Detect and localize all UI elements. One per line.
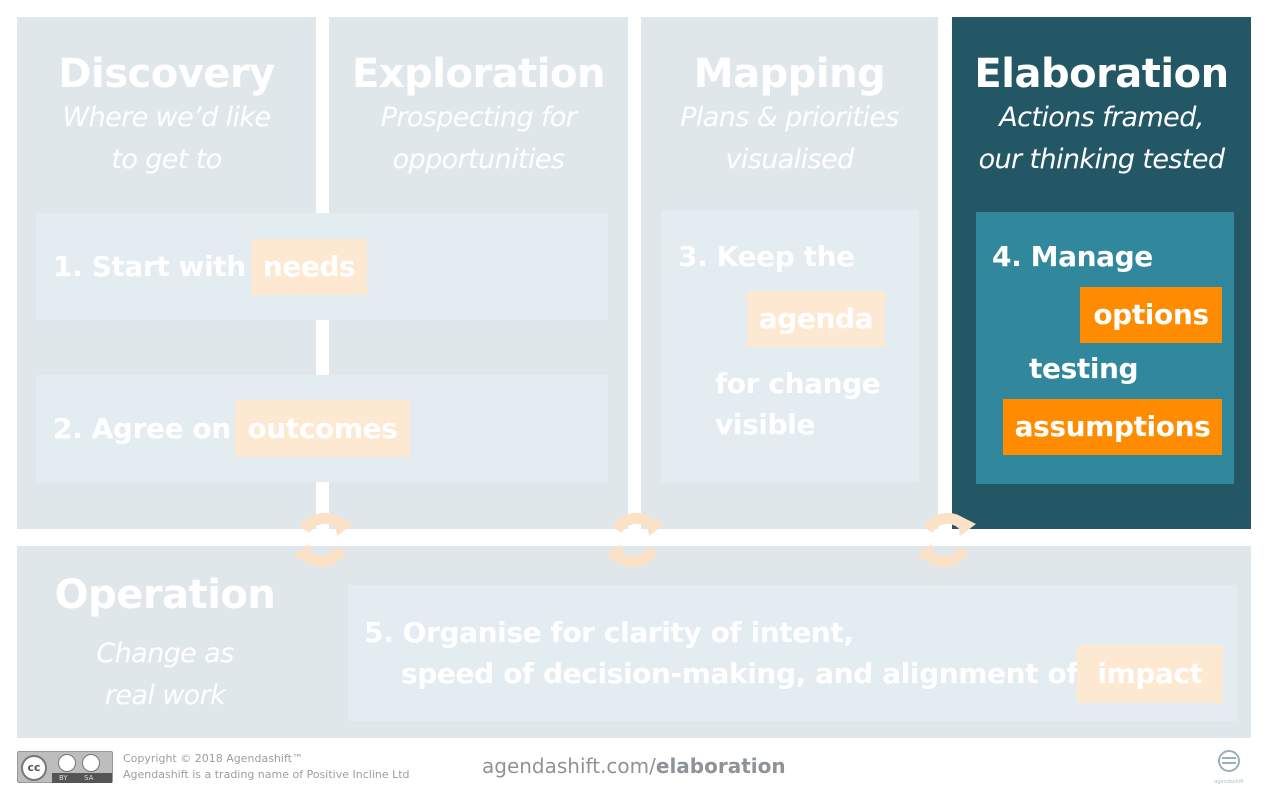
step-2-text: 2. Agree on: [53, 412, 231, 445]
step-2-box: 2. Agree on outcomes: [36, 375, 608, 482]
divider-segment: [316, 320, 329, 375]
phase-title-elaboration: Elaboration: [974, 51, 1229, 97]
phase-subtitle-operation-line1: Change as: [96, 638, 234, 669]
agendashift-logo-icon: [1218, 750, 1240, 772]
step-4-highlight-assumptions: assumptions: [1003, 399, 1222, 455]
step-3-line1: 3. Keep the: [678, 240, 855, 273]
sa-icon: [82, 754, 100, 772]
sa-label: SA: [84, 774, 94, 782]
copyright-text: Copyright © 2018 Agendashift™: [123, 752, 303, 765]
step-5-line1: 5. Organise for clarity of intent,: [364, 616, 854, 649]
trading-name-text: Agendashift is a trading name of Positiv…: [123, 768, 410, 781]
phase-subtitle-mapping-line2: visualised: [725, 144, 854, 175]
phase-subtitle-elaboration-line2: our thinking tested: [978, 144, 1225, 175]
step-5-box: 5. Organise for clarity of intent, speed…: [348, 585, 1237, 721]
phase-subtitle-mapping-line1: Plans & priorities: [680, 102, 899, 133]
footer-url[interactable]: agendashift.com/elaboration: [482, 754, 786, 778]
phase-subtitle-exploration-line2: opportunities: [392, 144, 565, 175]
cycle-arrows-icon: [605, 512, 665, 568]
cc-mark: cc: [21, 755, 47, 781]
creative-commons-icon: cc BY SA: [17, 751, 113, 783]
logo-caption: agendashift: [1214, 779, 1244, 785]
phase-title-discovery: Discovery: [58, 51, 275, 97]
step-3-line4: visible: [715, 408, 815, 441]
step-1-highlight: needs: [251, 239, 367, 295]
step-2-highlight: outcomes: [235, 400, 410, 457]
step-4-highlight-options: options: [1080, 287, 1222, 343]
phase-title-exploration: Exploration: [352, 51, 605, 97]
phase-title-operation: Operation: [54, 572, 276, 618]
step-4-line3: testing: [1029, 352, 1139, 385]
footer-url-page: elaboration: [655, 754, 786, 778]
phase-title-mapping: Mapping: [693, 51, 886, 97]
phase-subtitle-operation-line2: real work: [104, 680, 226, 711]
step-3-box: 3. Keep the agenda for change visible: [661, 210, 919, 482]
step-4-line1: 4. Manage: [992, 240, 1153, 273]
phase-subtitle-discovery-line2: to get to: [111, 144, 222, 175]
step-1-box: 1. Start with needs: [36, 213, 608, 320]
step-5-highlight: impact: [1077, 645, 1223, 703]
step-1-text: 1. Start with: [53, 250, 246, 283]
step-3-line3: for change: [715, 367, 881, 400]
cycle-arrows-icon: [916, 512, 976, 568]
phase-subtitle-elaboration-line1: Actions framed,: [999, 102, 1204, 133]
step-4-box: 4. Manage options testing assumptions: [976, 212, 1234, 484]
cycle-arrows-icon: [293, 512, 353, 568]
by-icon: [58, 754, 76, 772]
by-label: BY: [59, 774, 68, 782]
step-3-highlight: agenda: [747, 291, 885, 347]
step-5-line2: speed of decision-making, and alignment …: [401, 657, 1079, 690]
footer-url-base: agendashift.com/: [482, 754, 656, 778]
phase-subtitle-discovery-line1: Where we’d like: [62, 102, 272, 133]
phase-subtitle-exploration-line1: Prospecting for: [380, 102, 577, 133]
